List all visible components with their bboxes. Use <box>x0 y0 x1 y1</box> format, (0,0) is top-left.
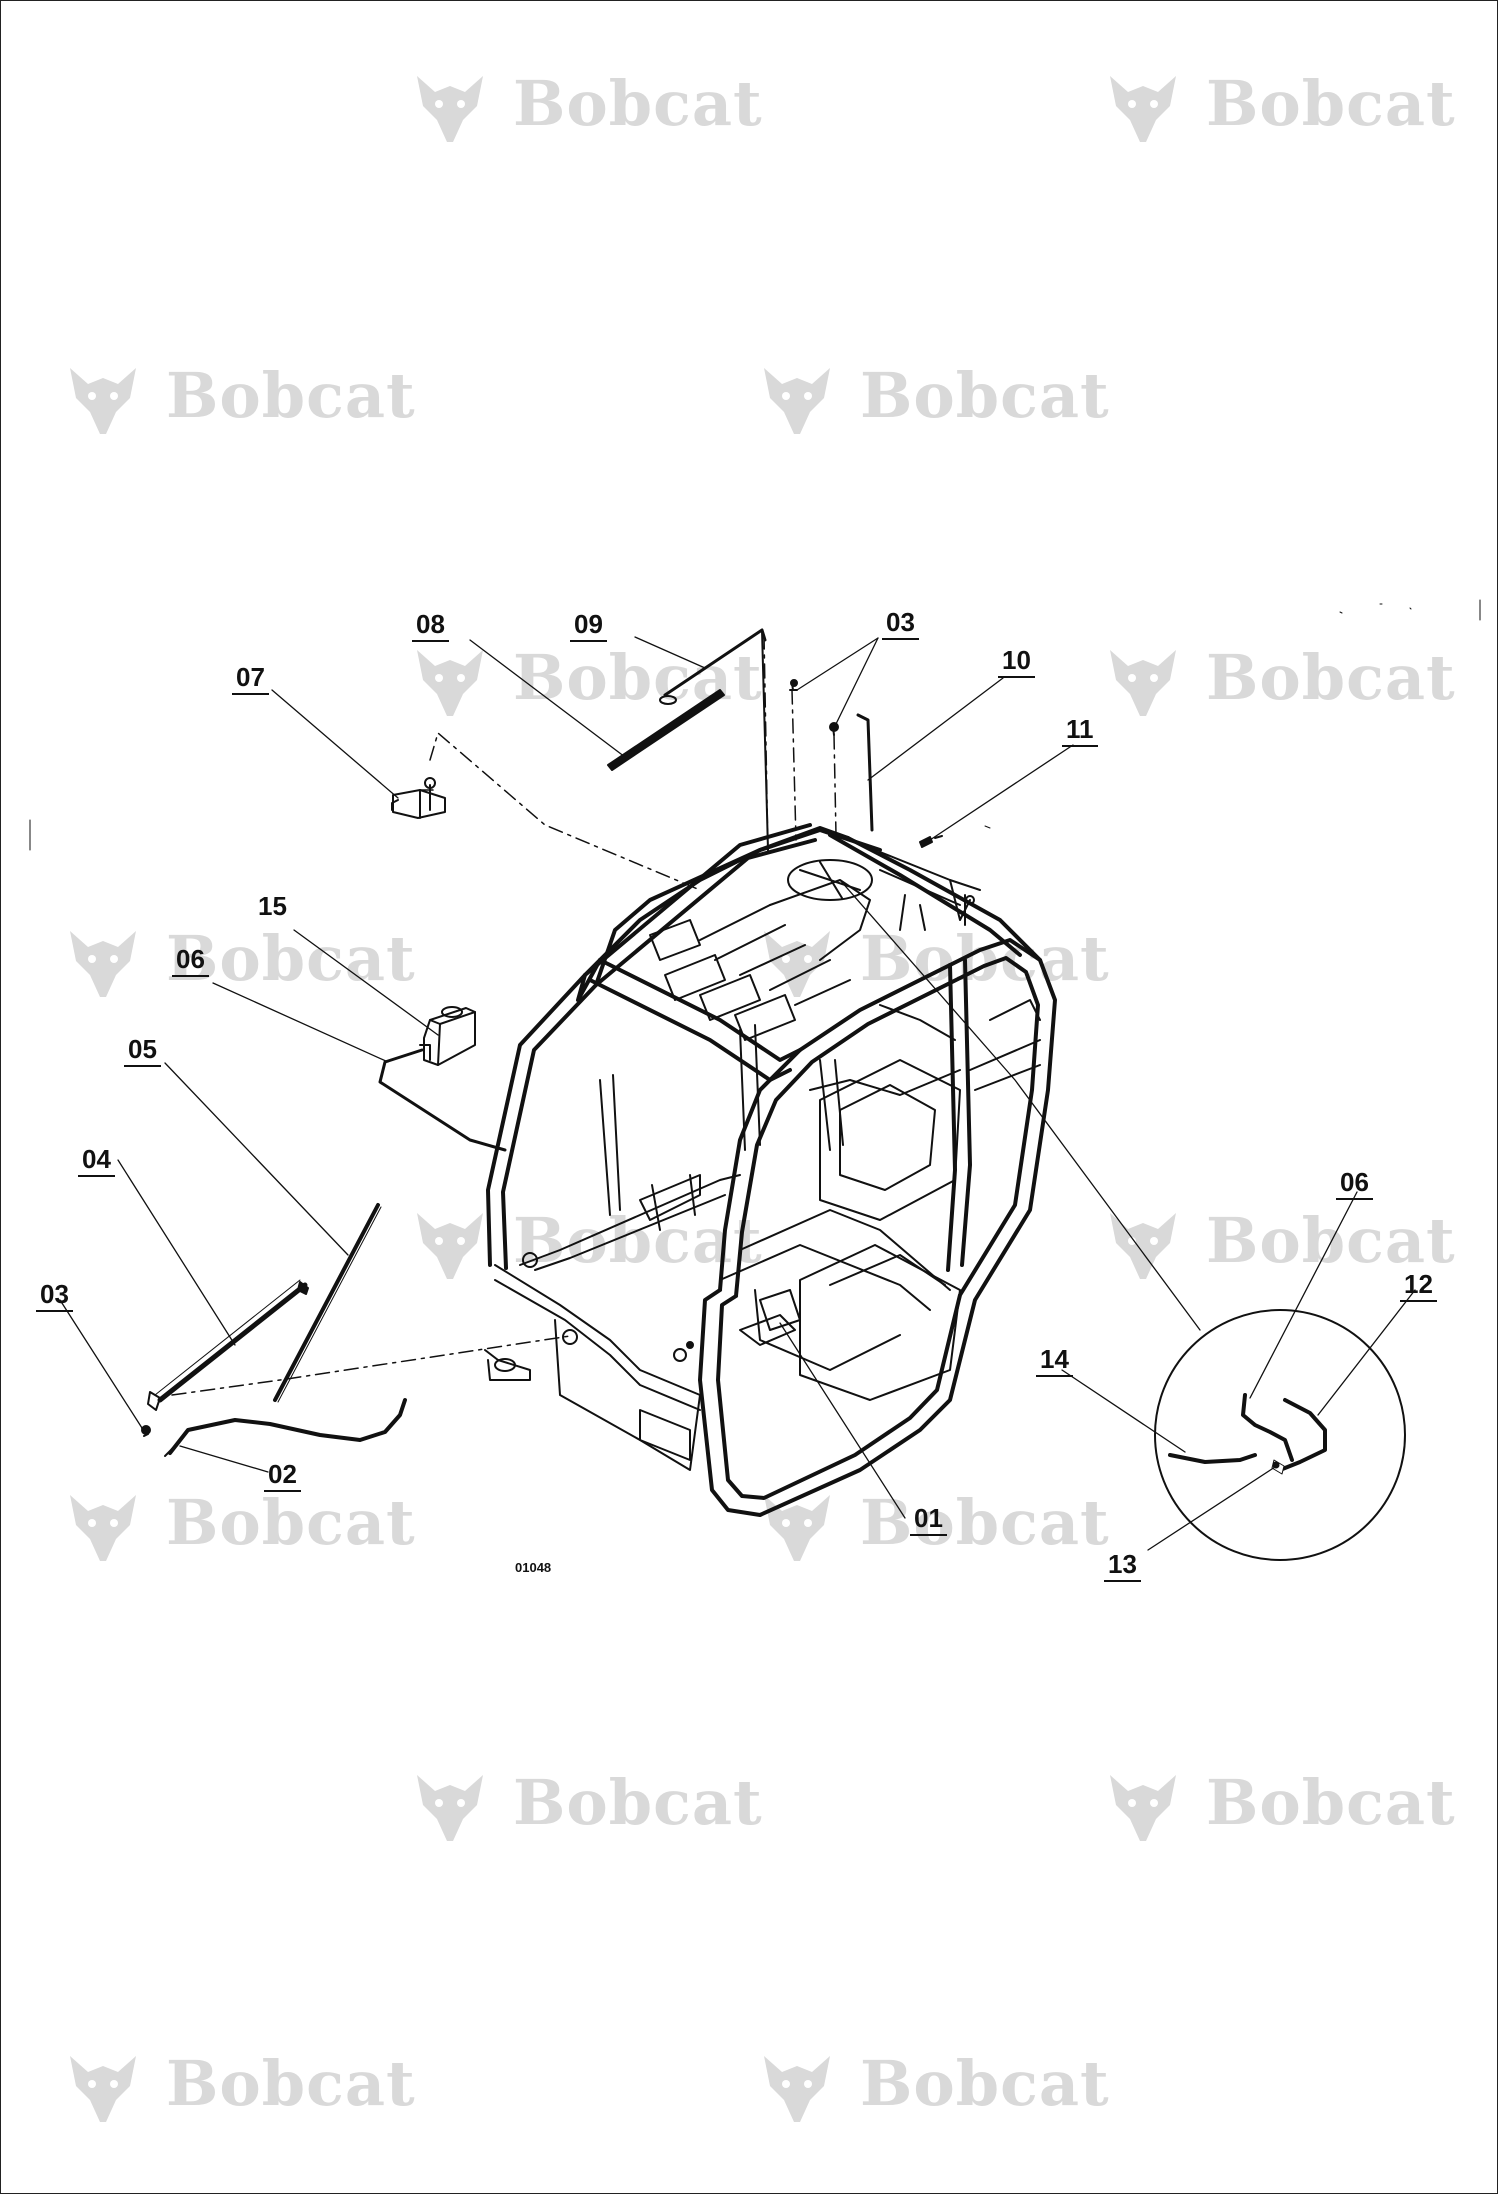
callout-10: 10 <box>998 645 1035 678</box>
callout-05-label: 05 <box>124 1034 161 1067</box>
callout-01-label: 01 <box>910 1503 947 1536</box>
callout-02: 02 <box>264 1459 301 1492</box>
callout-03-upper: 03 <box>882 607 919 640</box>
callout-03-upper-label: 03 <box>882 607 919 640</box>
callout-01: 01 <box>910 1503 947 1536</box>
callout-04: 04 <box>78 1144 115 1177</box>
callout-14-label: 14 <box>1036 1344 1073 1377</box>
callout-12-label: 12 <box>1400 1269 1437 1302</box>
figure-code: 01048 <box>515 1560 552 1575</box>
callout-11: 11 <box>1062 714 1098 747</box>
callout-02-label: 02 <box>264 1459 301 1492</box>
wiper-blade <box>607 689 725 771</box>
callout-15-label: 15 <box>258 891 287 921</box>
callout-09-label: 09 <box>570 609 607 642</box>
detail-view <box>1154 1309 1406 1561</box>
callout-08-label: 08 <box>412 609 449 642</box>
wiper-motor <box>391 777 446 819</box>
cab-details <box>484 851 1041 1471</box>
callout-09: 09 <box>570 609 607 642</box>
cab-frame <box>486 823 1057 1517</box>
callout-13-label: 13 <box>1104 1549 1141 1582</box>
scan-marks <box>29 599 1481 851</box>
callout-07-label: 07 <box>232 662 269 695</box>
leader-lines <box>59 636 1416 1551</box>
callout-06-left-label: 06 <box>172 944 209 977</box>
callout-05: 05 <box>124 1034 161 1067</box>
wiper-arm <box>663 628 767 697</box>
callout-15: 15 <box>258 892 287 920</box>
callout-06-left: 06 <box>172 944 209 977</box>
callout-06-detail-label: 06 <box>1336 1167 1373 1200</box>
callout-04-label: 04 <box>78 1144 115 1177</box>
assembly-lines <box>171 634 837 1396</box>
washer-reservoir <box>419 1006 476 1066</box>
callout-13: 13 <box>1104 1549 1141 1582</box>
callout-06-detail: 06 <box>1336 1167 1373 1200</box>
callout-10-label: 10 <box>998 645 1035 678</box>
callout-14: 14 <box>1036 1344 1073 1377</box>
callout-03-lower-label: 03 <box>36 1279 73 1312</box>
parts <box>141 628 943 1457</box>
callout-11-label: 11 <box>1062 714 1098 747</box>
callout-12: 12 <box>1400 1269 1437 1302</box>
callout-03-lower: 03 <box>36 1279 73 1312</box>
callout-08: 08 <box>412 609 449 642</box>
callout-07: 07 <box>232 662 269 695</box>
